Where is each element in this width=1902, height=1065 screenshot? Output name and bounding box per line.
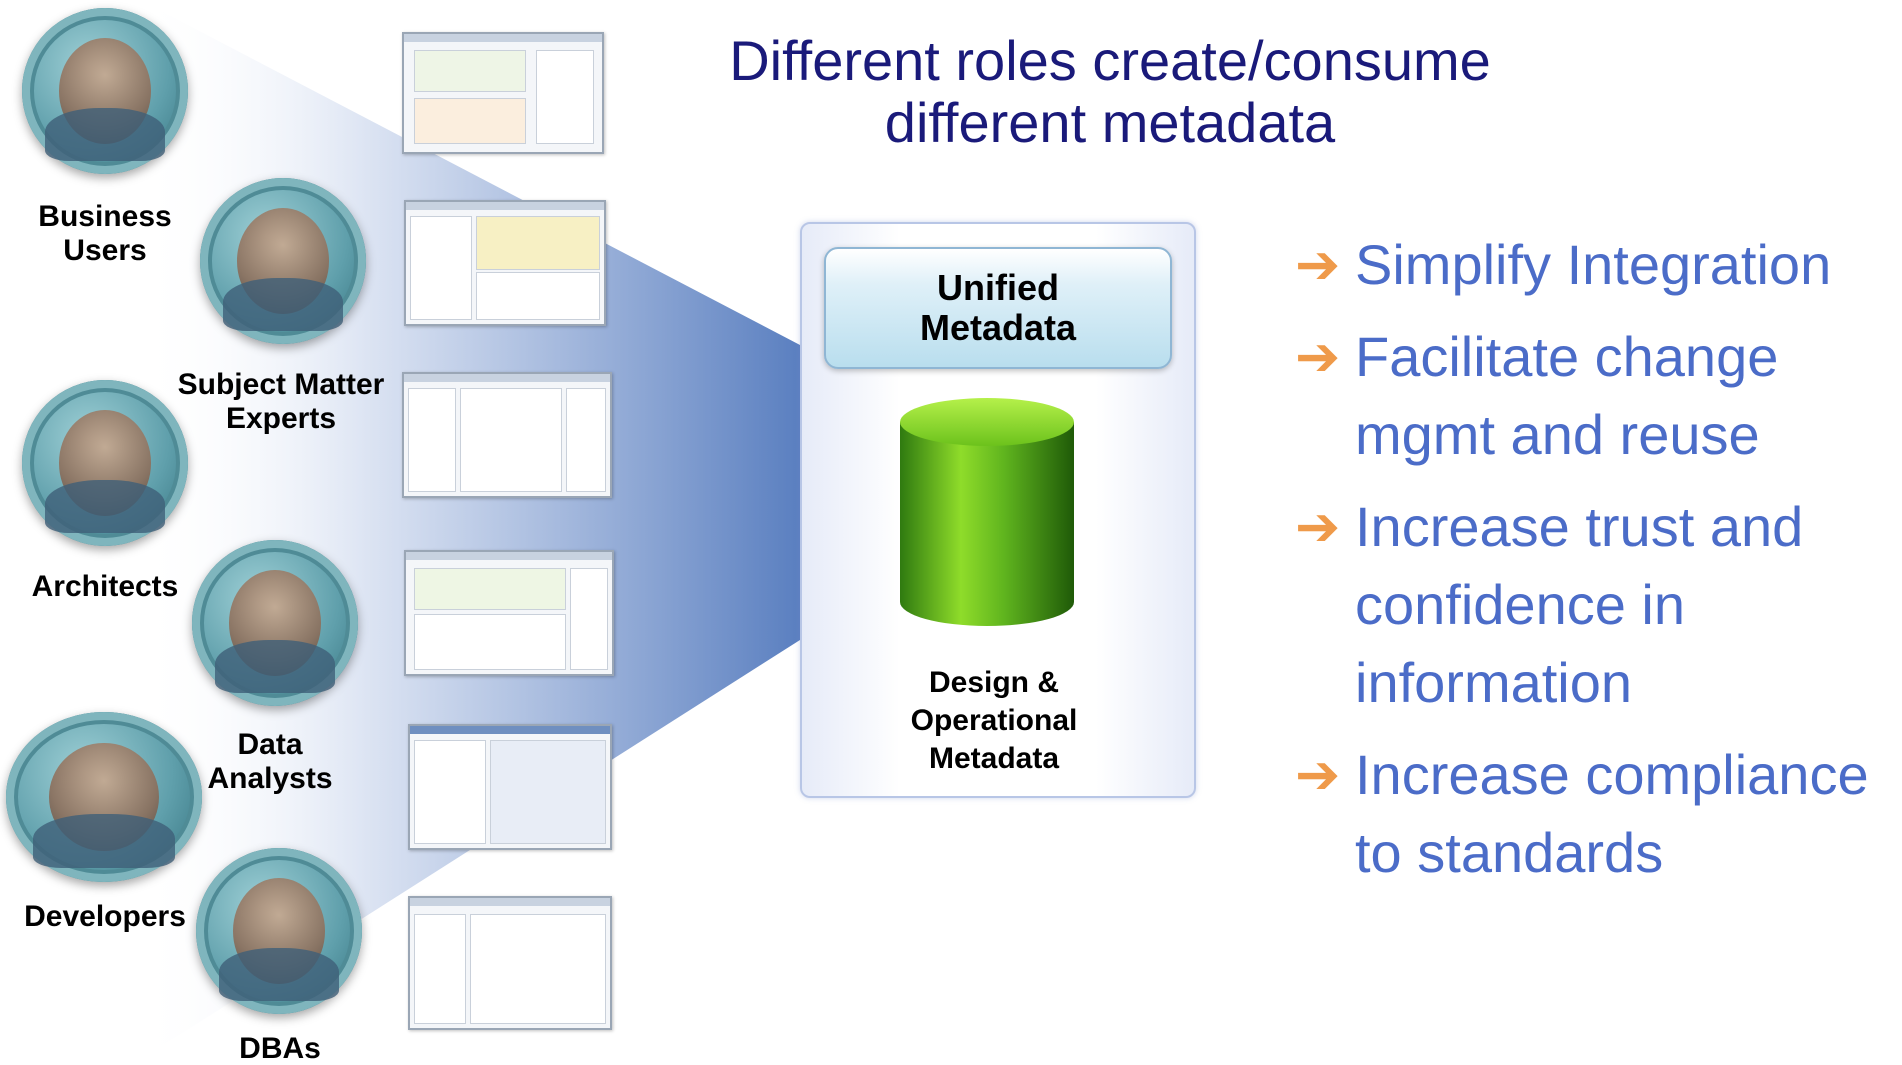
app-screenshot-thumbnail <box>402 32 604 154</box>
role-label-subject-matter-experts: Subject Matter Experts <box>177 368 385 435</box>
developer-photo <box>6 712 202 882</box>
slide-title: Different roles create/consume different… <box>660 30 1560 154</box>
app-screenshot-thumbnail <box>408 724 612 850</box>
app-screenshot-thumbnail <box>404 550 614 676</box>
unified-line-1: Unified <box>936 267 1059 308</box>
app-screenshot-thumbnail <box>402 372 612 498</box>
design-operational-metadata-label: Design & Operational Metadata <box>910 666 1078 775</box>
arrow-right-icon: ➔ <box>1295 235 1341 295</box>
role-label-dbas: DBAs <box>239 1032 321 1065</box>
title-line-1: Different roles create/consume <box>729 29 1491 92</box>
unified-metadata-box: Unified Metadata <box>824 247 1172 369</box>
arrow-right-icon: ➔ <box>1295 745 1341 805</box>
subject-expert-photo <box>200 178 366 344</box>
dba-photo <box>196 848 362 1014</box>
role-label-business-users: Business Users <box>38 200 172 267</box>
app-screenshot-thumbnail <box>408 896 612 1030</box>
app-screenshot-thumbnail <box>404 200 606 326</box>
title-line-2: different metadata <box>884 91 1336 154</box>
role-label-architects: Architects <box>31 570 179 603</box>
benefit-item: ➔ Simplify Integration <box>1295 226 1895 304</box>
architect-photo <box>22 380 188 546</box>
database-cylinder-icon <box>900 398 1074 626</box>
data-analyst-photo <box>192 540 358 706</box>
unified-line-2: Metadata <box>919 307 1077 348</box>
benefit-item: ➔ Increase compliance to standards <box>1295 736 1895 892</box>
role-label-data-analysts: Data Analysts <box>207 728 333 795</box>
business-user-photo <box>22 8 188 174</box>
benefit-item: ➔ Increase trust and confidence in infor… <box>1295 488 1895 722</box>
benefit-item: ➔ Facilitate change mgmt and reuse <box>1295 318 1895 474</box>
arrow-right-icon: ➔ <box>1295 497 1341 557</box>
role-label-developers: Developers <box>24 900 186 933</box>
arrow-right-icon: ➔ <box>1295 327 1341 387</box>
